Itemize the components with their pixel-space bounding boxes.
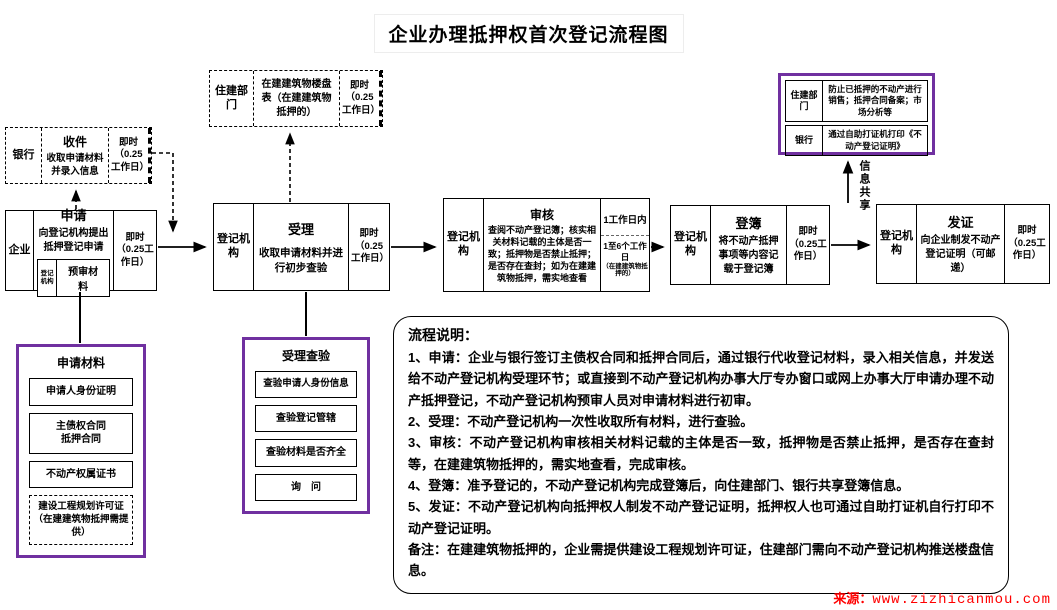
review-content: 审核 查阅不动产登记簿；核实相关材料记载的主体是否一致；抵押物是否禁止抵押；是否…	[484, 199, 601, 291]
note-label: 2、受理：	[408, 413, 468, 429]
accept-box: 登记机构 受理 收取申请材料并进行初步查验 即时（0.25工作日）	[213, 203, 390, 291]
role-cell: 登记机构	[214, 204, 254, 290]
step-desc: 查阅不动产登记簿；核实相关材料记载的主体是否一致；抵押物是否禁止抵押；是否存在查…	[487, 224, 596, 284]
note-remark: 备注：在建建筑物抵押的，企业需提供建设工程规划许可证，住建部门需向不动产登记机构…	[408, 539, 994, 582]
time-normal: 1工作日内	[601, 207, 649, 237]
step-title: 申请	[60, 207, 87, 223]
record-box: 登记机构 登簿 将不动产抵押事项等内容记载于登记簿 即时（0.25工作日）	[670, 205, 830, 285]
step-desc: 向登记机构提出抵押登记申请	[38, 227, 109, 253]
note-text: 企业与银行签订主债权合同和抵押合同后，通过银行代收登记材料，录入相关信息，并发送…	[408, 350, 994, 408]
step-desc: 收取申请材料并进行初步查验	[259, 246, 343, 274]
housing-dept-roster-box: 住建部门 在建建筑物楼盘表（在建建筑物抵押的） 即时（0.25工作日）	[209, 70, 383, 127]
role-cell: 住建部门	[210, 71, 254, 126]
step-title: 受理	[287, 221, 314, 237]
check-item: 查验材料是否齐全	[255, 439, 357, 467]
note-text: 不动产登记机构审核相关材料记载的主体是否一致，抵押物是否禁止抵押，是否存在查封等…	[408, 435, 994, 472]
note-text: 在建建筑物抵押的，企业需提供建设工程规划许可证，住建部门需向不动产登记机构推送楼…	[408, 541, 994, 579]
note-apply: 1、申请：企业与银行签订主债权合同和抵押合同后，通过银行代收登记材料，录入相关信…	[408, 347, 994, 411]
sub-desc: 预审材料	[68, 266, 99, 293]
step-desc: 向企业制发不动产登记证明（可邮递）	[920, 235, 1001, 274]
step-desc: 收取申请材料并录入信息	[46, 152, 104, 177]
pre-review-subbox: 登记机构 预审材料	[37, 258, 110, 297]
time-cell: 即时（0.25工作日）	[1008, 225, 1046, 262]
check-item: 查验登记管辖	[255, 404, 357, 433]
step-desc: 在建建筑物楼盘表（在建建筑物抵押的）	[261, 78, 332, 118]
time-extended-note: （在建建筑物抵押的）	[602, 262, 648, 278]
time-cell: 即时（0.25工作日）	[109, 128, 151, 183]
record-content: 登簿 将不动产抵押事项等内容记载于登记簿	[711, 206, 787, 284]
material-item: 申请人身份证明	[29, 378, 133, 406]
review-box: 登记机构 审核 查阅不动产登记簿；核实相关材料记载的主体是否一致；抵押物是否禁止…	[443, 198, 650, 292]
note-text: 准予登记的，不动产登记机构完成登簿后，向住建部门、银行共享登簿信息。	[467, 477, 910, 493]
role-cell: 登记机构	[444, 199, 484, 291]
note-certify: 5、发证：不动产登记机构向抵押权人制发不动产登记证明，抵押权人也可通过自助打证机…	[408, 496, 994, 539]
material-item: 主债权合同 抵押合同	[29, 412, 133, 454]
time-cell: 1工作日内 1至6个工作日 （在建建筑物抵押的）	[601, 199, 649, 291]
time-cell: 即时（0.25工作日）	[789, 226, 827, 263]
intake-content: 收件 收取申请材料并录入信息	[42, 128, 109, 183]
share-desc: 防止已抵押的不动产进行销售；抵押合同备案；市场分析等	[828, 84, 922, 117]
page-title: 企业办理抵押权首次登记流程图	[373, 14, 684, 53]
watermark: 来源：www.zizhicanmou.com	[833, 588, 1051, 608]
note-label: 4、登簿：	[408, 477, 468, 493]
role-cell: 登记机构	[38, 259, 58, 296]
note-label: 备注：	[408, 541, 448, 557]
acceptance-check-box: 受理查验 查验申请人身份信息 查验登记管辖 查验材料是否齐全 询 问	[242, 337, 370, 515]
check-item: 询 问	[255, 473, 357, 502]
share-row-housing: 住建部门 防止已抵押的不动产进行销售；抵押合同备案；市场分析等	[785, 80, 928, 123]
note-label: 1、申请：	[408, 350, 468, 365]
apply-box: 企业 申请 向登记机构提出抵押登记申请 登记机构 预审材料 即时（0.25工作日…	[5, 208, 157, 297]
bank-intake-box: 银行 收件 收取申请材料并录入信息 即时（0.25工作日）	[5, 127, 152, 184]
note-text: 不动产登记机构一次性收取所有材料，进行查验。	[467, 413, 754, 429]
share-desc: 通过自助打证机打印《不动产登记证明》	[828, 129, 922, 151]
accept-content: 受理 收取申请材料并进行初步查验	[254, 204, 349, 290]
notes-title: 流程说明：	[408, 327, 478, 343]
materials-box: 申请材料 申请人身份证明 主债权合同 抵押合同 不动产权属证书 建设工程规划许可…	[16, 344, 146, 559]
info-share-label: 信息共享	[858, 160, 870, 212]
check-title: 受理查验	[281, 349, 330, 363]
certify-box: 登记机构 发证 向企业制发不动产登记证明（可邮递） 即时（0.25工作日）	[876, 204, 1050, 284]
watermark-label: 来源：	[833, 591, 873, 606]
apply-content: 申请 向登记机构提出抵押登记申请 登记机构 预审材料	[34, 208, 114, 297]
note-review: 3、审核：不动产登记机构审核相关材料记载的主体是否一致，抵押物是否禁止抵押，是否…	[408, 432, 994, 475]
note-label: 5、发证：	[408, 499, 468, 515]
share-row-bank: 银行 通过自助打证机打印《不动产登记证明》	[785, 125, 928, 157]
role-cell: 登记机构	[877, 205, 917, 283]
material-item: 不动产权属证书	[29, 460, 133, 488]
note-label: 3、审核：	[408, 435, 470, 451]
roster-content: 在建建筑物楼盘表（在建建筑物抵押的）	[254, 71, 340, 126]
time-extended-value: 1至6个工作日	[603, 241, 647, 262]
check-item: 查验申请人身份信息	[255, 371, 357, 398]
role-cell: 银行	[6, 128, 42, 183]
step-title: 登簿	[735, 216, 762, 231]
role-cell: 住建部门	[786, 81, 823, 122]
step-desc: 将不动产抵押事项等内容记载于登记簿	[718, 236, 779, 275]
info-share-box: 住建部门 防止已抵押的不动产进行销售；抵押合同备案；市场分析等 银行 通过自助打…	[778, 73, 935, 157]
time-cell: 即时（0.25工作日）	[116, 231, 154, 268]
role-cell: 登记机构	[671, 206, 711, 284]
process-notes-box: 流程说明： 1、申请：企业与银行签订主债权合同和抵押合同后，通过银行代收登记材料…	[393, 316, 1009, 594]
time-cell: 即时（0.25工作日）	[340, 71, 382, 126]
step-title: 发证	[947, 215, 974, 230]
note-text: 不动产登记机构向抵押权人制发不动产登记证明，抵押权人也可通过自助打证机自行打印不…	[408, 499, 994, 536]
role-cell: 企业	[6, 211, 34, 290]
time-extended: 1至6个工作日 （在建建筑物抵押的）	[601, 236, 649, 283]
material-item: 建设工程规划许可证（在建建筑物抵押需提供）	[29, 495, 133, 546]
time-cell: 即时（0.25工作日）	[351, 228, 390, 265]
role-cell: 银行	[786, 126, 823, 156]
step-title: 收件	[62, 134, 87, 149]
certify-content: 发证 向企业制发不动产登记证明（可邮递）	[917, 205, 1005, 283]
note-accept: 2、受理：不动产登记机构一次性收取所有材料，进行查验。	[408, 411, 994, 432]
note-record: 4、登簿：准予登记的，不动产登记机构完成登簿后，向住建部门、银行共享登簿信息。	[408, 475, 994, 496]
watermark-url: www.zizhicanmou.com	[872, 592, 1051, 608]
materials-title: 申请材料	[56, 356, 105, 370]
step-title: 审核	[529, 207, 554, 222]
